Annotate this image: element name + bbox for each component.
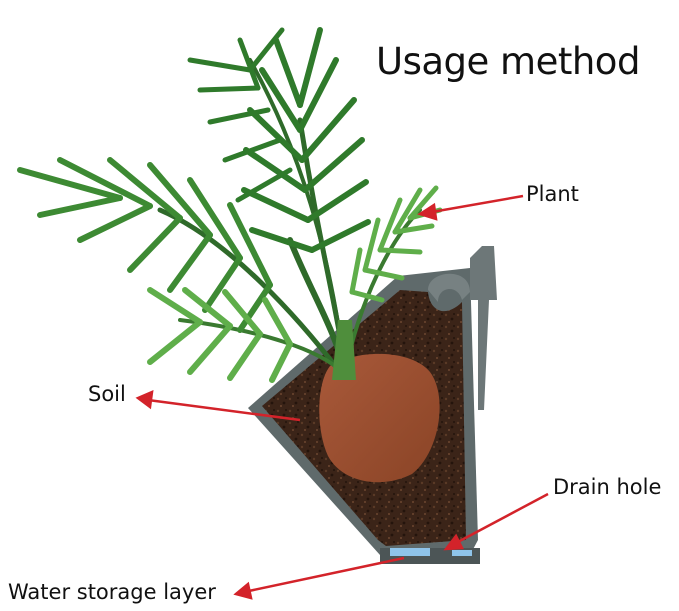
soil-label: Soil bbox=[88, 382, 126, 406]
plant-label: Plant bbox=[526, 182, 579, 206]
water-storage-layer-label: Water storage layer bbox=[8, 580, 216, 604]
callout-arrows bbox=[135, 194, 549, 600]
drain-hole-arrow bbox=[443, 492, 549, 551]
plant-arrow bbox=[417, 194, 524, 221]
root-ball bbox=[319, 353, 440, 483]
water-layer-arrow bbox=[233, 556, 405, 600]
page-title: Usage method bbox=[376, 40, 640, 83]
water-layer bbox=[390, 548, 430, 556]
palm-plant bbox=[17, 27, 443, 383]
soil-arrow bbox=[135, 389, 301, 422]
drain-hole-label: Drain hole bbox=[553, 475, 662, 499]
